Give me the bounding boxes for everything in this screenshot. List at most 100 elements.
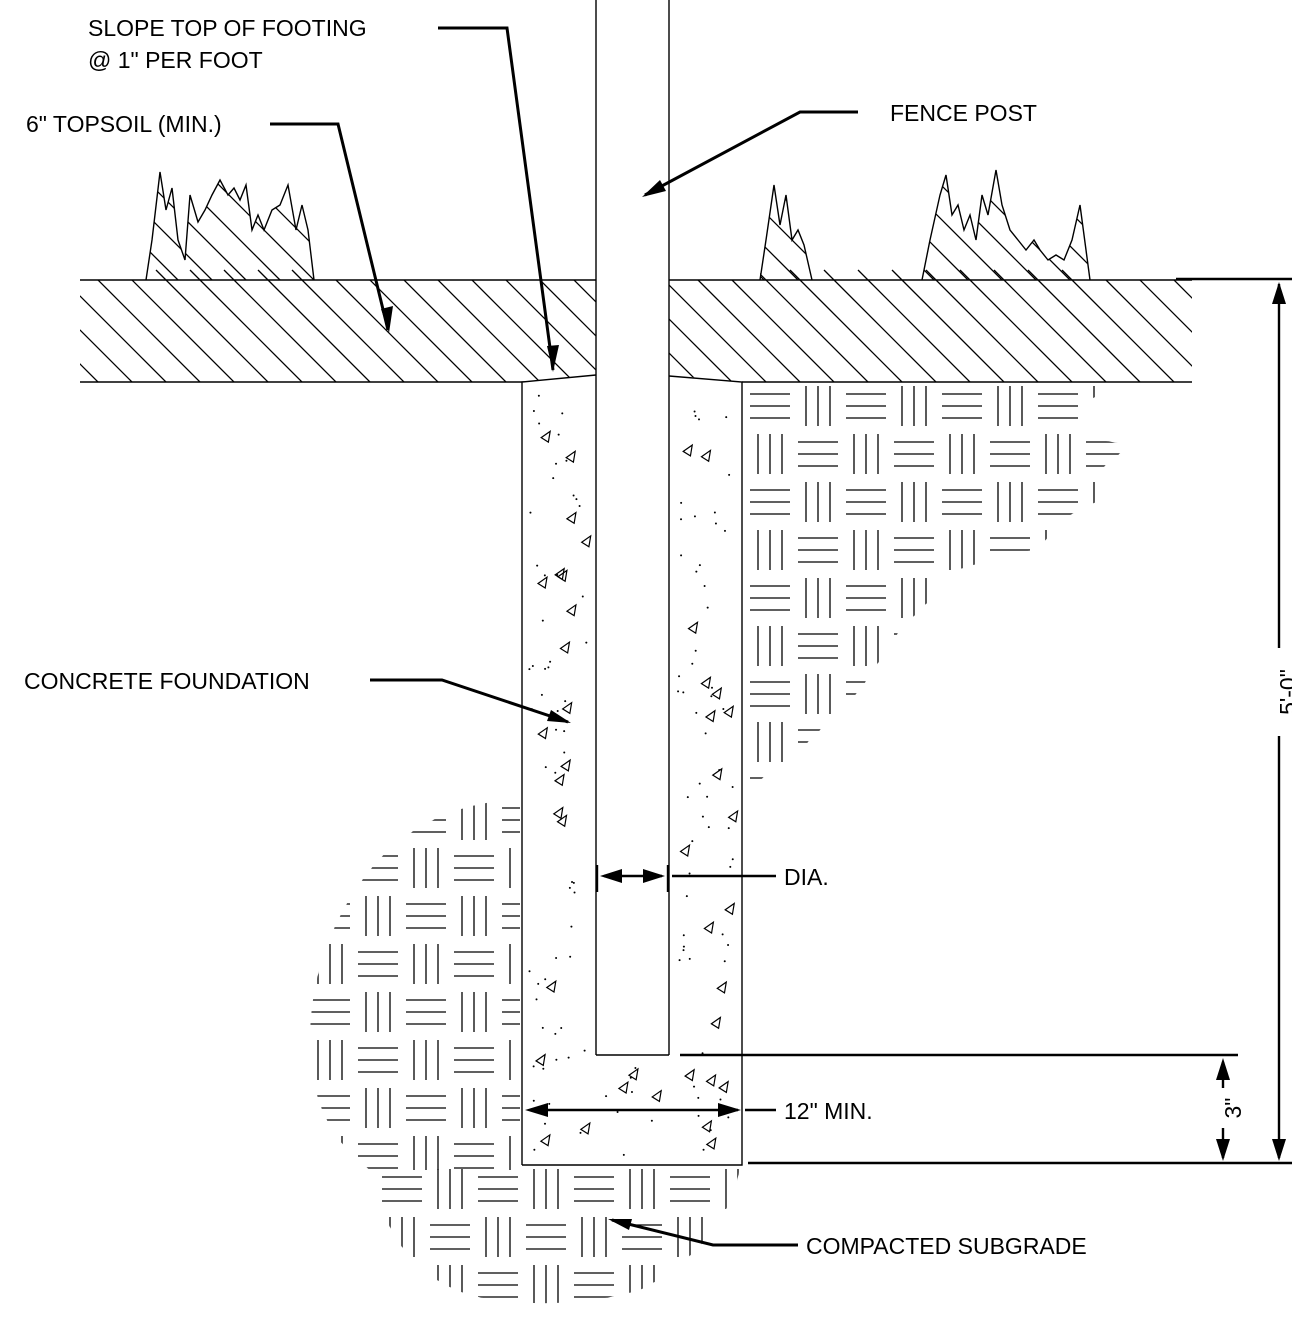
aggregate-triangle — [651, 1089, 663, 1103]
aggregate-triangle — [545, 979, 557, 993]
aggregate-dot — [713, 511, 716, 514]
grass-hatch-line — [227, 172, 314, 280]
earth-right — [750, 386, 1126, 780]
aggregate-dot — [693, 1085, 696, 1088]
aggregate-dot — [680, 518, 683, 521]
aggregate-dot — [581, 595, 584, 598]
aggregate-triangle — [723, 704, 735, 719]
aggregate-dot — [722, 708, 725, 711]
grass-hatch-line — [983, 170, 1090, 280]
topsoil-hatch-line — [87, 269, 211, 382]
topsoil-hatch-line — [0, 270, 74, 392]
aggregate-dot — [695, 570, 698, 573]
topsoil-hatch-line — [461, 269, 585, 382]
grass-hatch-line — [760, 185, 812, 280]
topsoil-hatch-line — [121, 269, 245, 382]
topsoil-hatch-line — [925, 269, 1049, 382]
topsoil-hatch-line — [1129, 269, 1192, 382]
aggregate-triangle — [705, 1136, 717, 1150]
grass-hatch-line — [1017, 170, 1090, 280]
grass-hatch-line — [760, 185, 799, 280]
aggregate-dot — [688, 957, 691, 960]
dim-post-diameter: DIA. — [595, 864, 829, 892]
aggregate-dot — [698, 418, 701, 421]
aggregate-triangle — [540, 430, 551, 444]
topsoil-hatch-line — [1027, 269, 1151, 382]
topsoil-hatch-line — [669, 269, 709, 382]
aggregate-dot — [685, 895, 688, 898]
aggregate-triangle — [537, 726, 549, 740]
aggregate-dot — [697, 1096, 700, 1099]
aggregate-dot — [729, 865, 732, 868]
aggregate-dot — [682, 934, 685, 937]
aggregate-dot — [572, 881, 575, 884]
aggregate-dot — [706, 606, 709, 609]
grass-hatch-line — [146, 172, 179, 280]
aggregate-dot — [554, 771, 557, 774]
grass-hatch-line — [779, 185, 812, 280]
aggregate-dot — [535, 998, 538, 1001]
aggregate-dot — [548, 1102, 551, 1105]
aggregate-dot — [630, 1091, 633, 1094]
aggregate-dot — [709, 1129, 712, 1132]
topsoil-hatch-line — [325, 269, 449, 382]
aggregate-triangle — [718, 1080, 729, 1094]
aggregate-triangle — [716, 980, 728, 994]
aggregate-dot — [698, 782, 701, 785]
aggregate-dot — [570, 925, 573, 928]
aggregate-dot — [694, 414, 697, 417]
aggregate-dot — [707, 826, 710, 829]
label-slope: SLOPE TOP OF FOOTING @ 1" PER FOOT — [88, 15, 559, 372]
aggregate-dot — [725, 416, 728, 419]
grass-hatch-line — [193, 172, 314, 280]
aggregate-dot — [531, 665, 534, 668]
aggregate-dot — [563, 730, 566, 733]
topsoil-hatch-line — [223, 269, 347, 382]
aggregate-dot — [532, 1099, 535, 1102]
grass-hatch-line — [922, 170, 1003, 280]
aggregate-dot — [723, 529, 726, 532]
dim-bottom-clearance: 3" — [1216, 1058, 1246, 1161]
aggregate-dot — [728, 473, 731, 476]
aggregate-dot — [677, 690, 680, 693]
aggregate-triangle — [559, 640, 571, 654]
topsoil-label: 6" TOPSOIL (MIN.) — [26, 111, 222, 137]
aggregate-triangle — [560, 758, 571, 772]
aggregate-dot — [691, 662, 694, 665]
topsoil-hatch-line — [257, 269, 381, 382]
aggregate-dot — [533, 1148, 536, 1151]
aggregate-dot — [555, 957, 558, 960]
aggregate-dot — [572, 494, 575, 497]
dim-footing-width: 12" MIN. — [525, 1098, 873, 1124]
aggregate-dot — [650, 1119, 653, 1122]
topsoil-hatch-line — [755, 269, 879, 382]
aggregate-dot — [680, 554, 683, 557]
aggregate-dot — [544, 667, 547, 670]
fence-post-label: FENCE POST — [890, 100, 1037, 126]
topsoil-hatch-line — [669, 269, 777, 382]
topsoil-hatch-line — [669, 269, 743, 382]
grass-hatch-line — [1085, 170, 1090, 280]
aggregate-dot — [682, 945, 685, 948]
aggregate-dot — [544, 978, 547, 981]
grass-hatch-line — [295, 172, 314, 280]
topsoil-hatch-line — [80, 269, 109, 382]
aggregate-dot — [537, 394, 540, 397]
subgrade-label: COMPACTED SUBGRADE — [806, 1233, 1087, 1259]
aggregate-triangle — [704, 709, 716, 723]
aggregate-dot — [629, 1076, 632, 1079]
aggregate-dot — [540, 693, 543, 696]
topsoil-hatch-line — [959, 269, 1083, 382]
topsoil-hatch-line — [291, 269, 415, 382]
aggregate-dot — [727, 827, 730, 830]
aggregate-dot — [714, 522, 717, 525]
topsoil-hatch-line — [495, 269, 596, 382]
aggregate-triangle — [682, 443, 694, 457]
dim-depth-lines — [680, 277, 1292, 1165]
aggregate-triangle — [579, 1121, 591, 1135]
aggregate-dot — [583, 1049, 586, 1052]
aggregate-dot — [569, 955, 572, 958]
aggregate-dot — [695, 711, 698, 714]
aggregate-dot — [697, 1114, 700, 1117]
aggregate-dot — [561, 412, 564, 415]
